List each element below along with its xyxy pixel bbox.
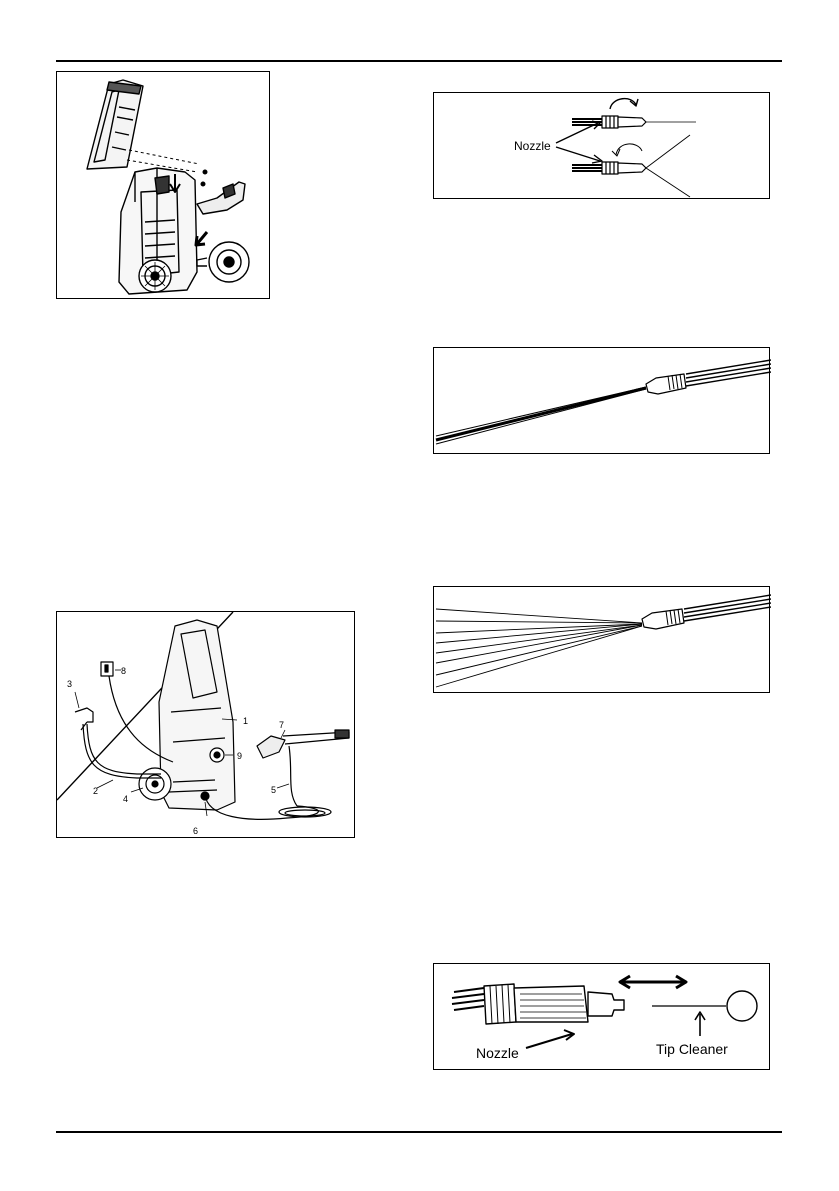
narrow-jet-figure — [433, 347, 770, 454]
callout-9: 9 — [237, 751, 242, 761]
fan-spray-drawing — [434, 587, 771, 694]
assembly-figure — [56, 71, 270, 299]
nozzle-adjust-drawing: Nozzle — [434, 93, 771, 200]
callout-6: 6 — [193, 826, 198, 836]
callout-7: 7 — [279, 720, 284, 730]
tip-nozzle-label: Nozzle — [476, 1045, 519, 1061]
callout-1: 1 — [243, 716, 248, 726]
narrow-jet-drawing — [434, 348, 771, 455]
nozzle-adjust-figure: Nozzle — [433, 92, 770, 199]
tip-cleaning-drawing: Nozzle Tip Cleaner — [434, 964, 771, 1071]
callout-2: 2 — [93, 786, 98, 796]
tip-cleaner-label: Tip Cleaner — [656, 1041, 728, 1057]
callout-3: 3 — [67, 679, 72, 689]
assembly-drawing — [57, 72, 271, 300]
footer-rule — [56, 1131, 782, 1133]
nozzle-label: Nozzle — [514, 139, 551, 153]
callout-5: 5 — [271, 785, 276, 795]
connection-drawing: 1 2 3 4 5 6 7 8 9 — [57, 612, 356, 839]
tip-cleaning-figure: Nozzle Tip Cleaner — [433, 963, 770, 1070]
callout-4: 4 — [123, 794, 128, 804]
callout-8: 8 — [121, 666, 126, 676]
fan-spray-figure — [433, 586, 770, 693]
header-rule — [56, 60, 782, 62]
connection-figure: 1 2 3 4 5 6 7 8 9 — [56, 611, 355, 838]
